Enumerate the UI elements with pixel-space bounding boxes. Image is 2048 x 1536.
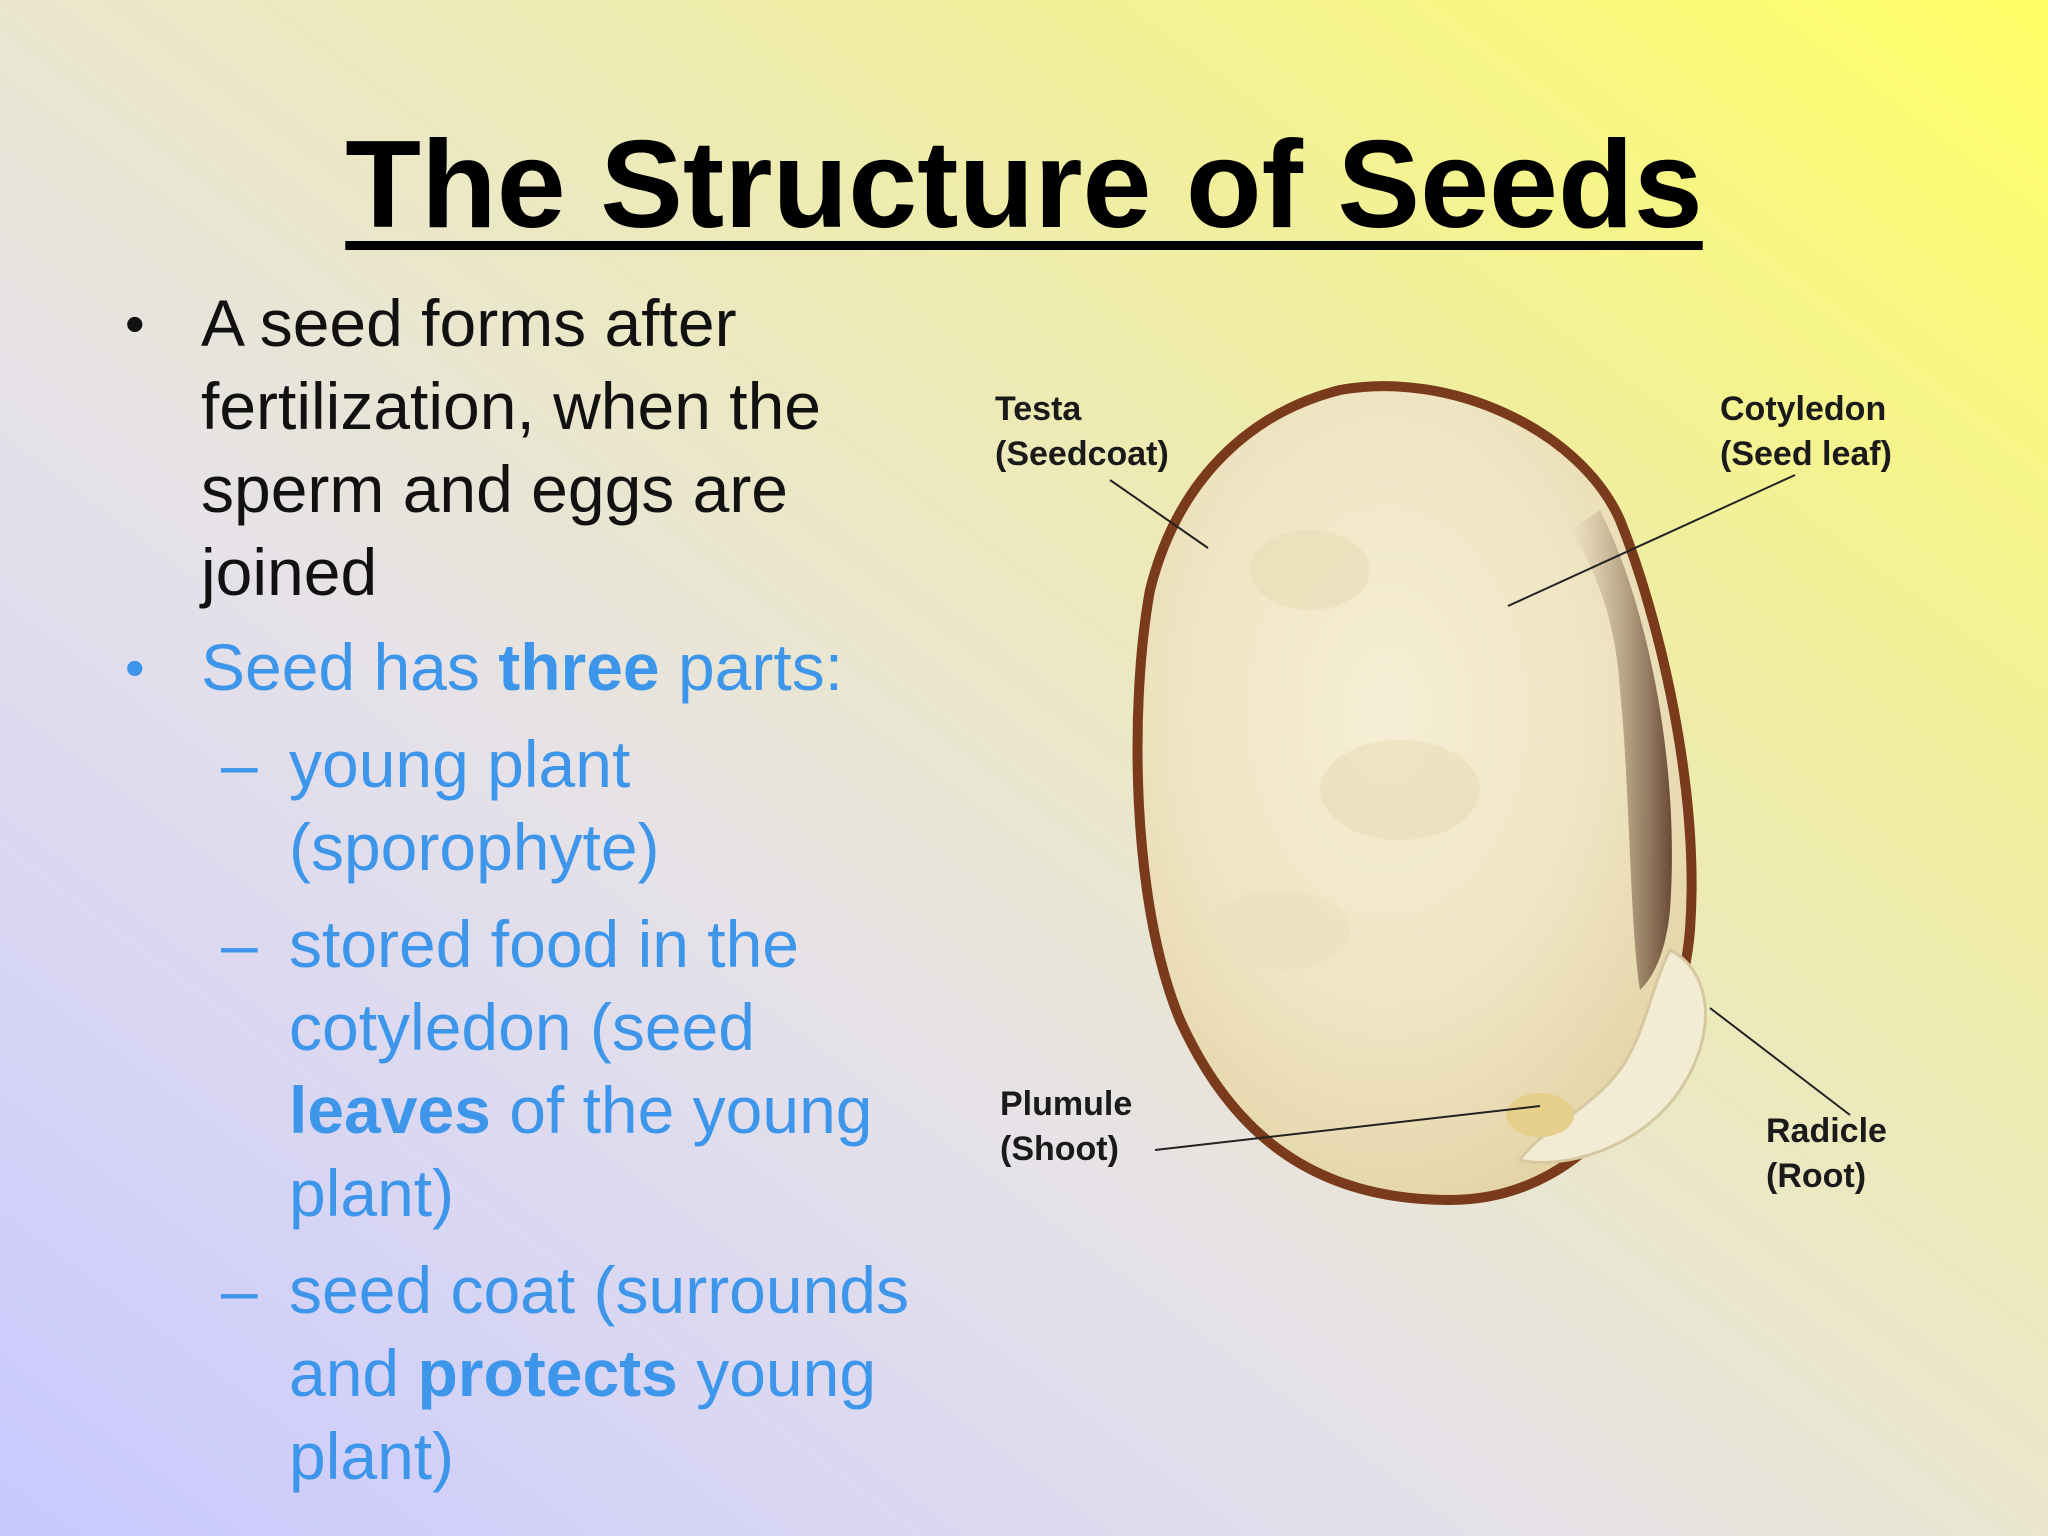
dash-marker: – bbox=[221, 907, 258, 981]
bullet-marker: • bbox=[125, 292, 145, 355]
bullet-text-bold: three bbox=[498, 630, 660, 704]
seed-diagram: Testa (Seedcoat) Cotyledon (Seed leaf) P… bbox=[980, 370, 1940, 1250]
bullet-text-prefix: Seed has bbox=[201, 630, 499, 704]
sub-item-text-prefix: stored food in the cotyledon (seed bbox=[289, 907, 800, 1064]
cotyledon-label: Cotyledon (Seed leaf) bbox=[1720, 390, 1896, 473]
sub-item-text-suffix: young plant) bbox=[289, 1336, 877, 1493]
sub-item-text-suffix: of the young plant) bbox=[289, 1073, 873, 1230]
texture-spot bbox=[1320, 740, 1480, 840]
bullet-text: A seed forms after fertilization, when t… bbox=[201, 286, 822, 609]
sub-item-text-bold: leaves bbox=[289, 1073, 491, 1147]
cotyledon-leader-line bbox=[1507, 474, 1796, 607]
seed-illustration: Testa (Seedcoat) Cotyledon (Seed leaf) P… bbox=[995, 381, 1896, 1206]
bullet-list: • A seed forms after fertilization, when… bbox=[115, 282, 955, 1498]
sub-item-young-plant: – young plant (sporophyte) bbox=[115, 723, 955, 889]
sub-item-seed-coat: – seed coat (surrounds and protects youn… bbox=[115, 1249, 955, 1498]
testa-label: Testa (Seedcoat) bbox=[995, 390, 1169, 473]
plumule-label: Plumule (Shoot) bbox=[1000, 1085, 1142, 1168]
cotyledon-shadow bbox=[1570, 510, 1672, 990]
slide-title: The Structure of Seeds bbox=[345, 116, 1703, 254]
plumule-shape bbox=[1506, 1093, 1574, 1137]
bullet-text-suffix: parts: bbox=[659, 630, 844, 704]
plumule-leader-line bbox=[1154, 1105, 1541, 1151]
bullet-marker: • bbox=[125, 636, 145, 699]
testa-leader-line bbox=[1109, 479, 1209, 549]
sub-item-stored-food: – stored food in the cotyledon (seed lea… bbox=[115, 903, 955, 1235]
texture-spot bbox=[1210, 890, 1350, 970]
dash-marker: – bbox=[221, 1253, 258, 1327]
radicle-label: Radicle (Root) bbox=[1766, 1112, 1896, 1195]
sub-item-text-bold: protects bbox=[417, 1336, 678, 1410]
radicle-leader-line bbox=[1709, 1007, 1851, 1116]
bullet-item-three-parts: • Seed has three parts: bbox=[115, 626, 955, 709]
dash-marker: – bbox=[221, 727, 258, 801]
bullet-item-fertilization: • A seed forms after fertilization, when… bbox=[115, 282, 955, 614]
sub-item-text-prefix: seed coat (surrounds and bbox=[289, 1253, 910, 1410]
sub-item-text: young plant (sporophyte) bbox=[289, 727, 660, 884]
radicle-shape bbox=[1517, 947, 1707, 1164]
texture-spot bbox=[1250, 530, 1370, 610]
